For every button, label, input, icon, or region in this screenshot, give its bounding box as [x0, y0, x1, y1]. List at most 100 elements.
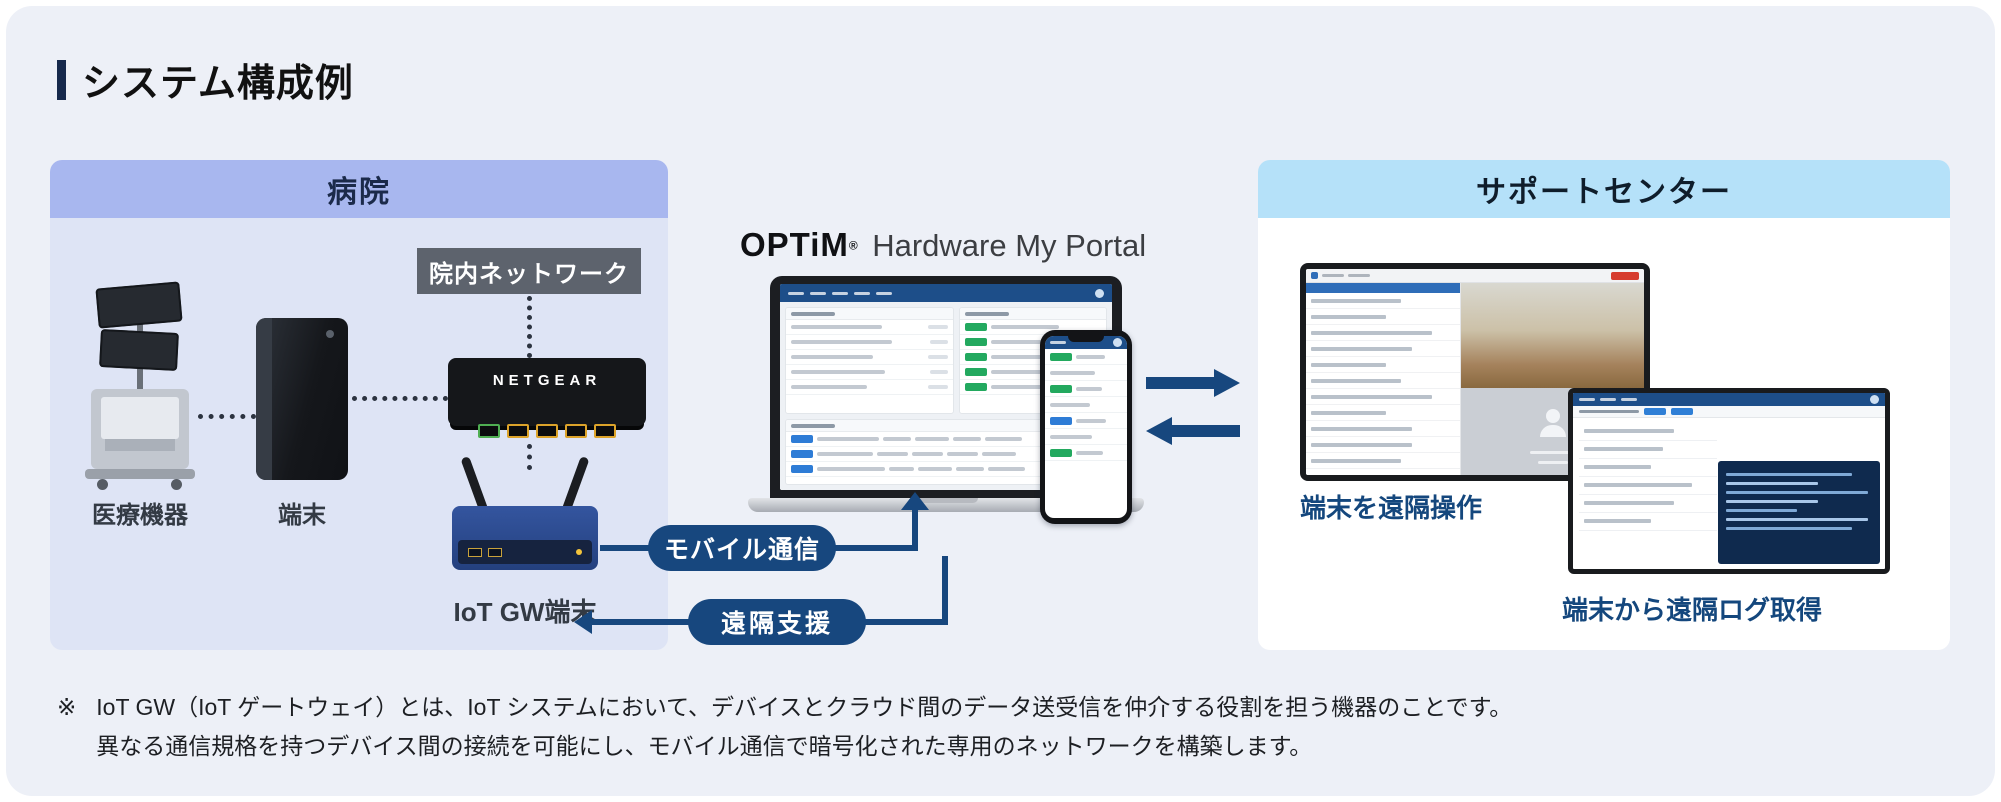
mock-row	[786, 447, 1106, 462]
mock-row	[786, 380, 954, 395]
mock-row	[960, 380, 1106, 395]
mock-row	[1045, 413, 1127, 429]
dotted-connector-medical-pc	[198, 414, 256, 419]
mock-row	[1045, 349, 1127, 365]
iot-gateway-illustration	[450, 452, 600, 574]
action-button-icon	[1644, 408, 1666, 415]
portal-navbar	[1573, 393, 1885, 406]
log-file-list	[1579, 423, 1717, 531]
avatar	[1113, 338, 1122, 347]
support-panel: サポートセンター	[1258, 160, 1950, 650]
registered-trademark-icon: ®	[848, 238, 858, 253]
arrow-right-icon	[1146, 377, 1214, 389]
dotted-connector-switch-router	[527, 444, 532, 470]
portal-navbar	[780, 284, 1112, 302]
arrow-left-icon	[1172, 425, 1240, 437]
wheel-icon	[171, 479, 182, 490]
mock-row	[786, 320, 954, 335]
phone-notch	[1068, 336, 1104, 342]
hospital-panel-body: 院内ネットワーク 医療機器 端末 NETGEAR	[50, 218, 668, 650]
section-title: システム構成例	[57, 52, 354, 107]
antenna-icon	[561, 455, 590, 514]
mock-row	[786, 365, 954, 380]
mock-row	[1045, 429, 1127, 445]
footnote-line: IoT GW（IoT ゲートウェイ）とは、IoT システムにおいて、デバイスとク…	[96, 694, 1513, 720]
dotted-connector-network-switch	[527, 296, 532, 358]
mock-row	[786, 462, 1106, 477]
network-switch-illustration: NETGEAR	[448, 358, 646, 442]
power-button-icon	[326, 330, 334, 338]
remote-flow-line	[942, 556, 948, 622]
mock-row	[960, 350, 1106, 365]
switch-brand-label: NETGEAR	[492, 372, 602, 389]
ethernet-ports	[448, 424, 646, 438]
footnote: ※ IoT GW（IoT ゲートウェイ）とは、IoT システムにおいて、デバイス…	[57, 688, 1512, 766]
mock-row	[786, 350, 954, 365]
hospital-panel-title: 病院	[50, 160, 668, 218]
mock-row	[1045, 445, 1127, 461]
switch-chassis	[448, 358, 646, 426]
footnote-line: 異なる通信規格を持つデバイス間の接続を可能にし、モバイル通信で暗号化された専用の…	[96, 733, 1313, 759]
mock-row	[1045, 381, 1127, 397]
mock-row	[786, 335, 954, 350]
product-name: Hardware My Portal	[872, 228, 1147, 263]
mock-row	[960, 320, 1106, 335]
router-port-icon	[468, 547, 482, 557]
arrow-right-icon	[1214, 369, 1240, 397]
ethernet-port-icon	[507, 424, 529, 438]
medical-device-illustration	[85, 281, 197, 490]
mock-row	[1045, 365, 1127, 381]
router-front-panel	[458, 540, 592, 564]
iot-gw-label: IoT GW端末	[453, 597, 597, 627]
remote-log-caption: 端末から遠隔ログ取得	[1562, 595, 1823, 625]
desktop-wallpaper-photo	[1461, 283, 1644, 388]
mobile-network-pill: モバイル通信	[648, 525, 836, 571]
footnote-marker: ※	[57, 694, 77, 720]
user-silhouette-icon	[1540, 409, 1566, 437]
arrow-up-icon	[901, 492, 929, 510]
ethernet-port-icon	[565, 424, 587, 438]
hospital-panel: 病院 院内ネットワーク 医療機器 端末 NE	[50, 160, 668, 650]
router-body	[452, 506, 598, 570]
log-terminal-panel	[1717, 461, 1880, 564]
remote-control-caption: 端末を遠隔操作	[1300, 493, 1483, 523]
product-logo: OPTiM® Hardware My Portal	[740, 226, 1146, 264]
ethernet-port-icon	[478, 424, 500, 438]
action-button-icon	[1671, 408, 1693, 415]
phone-portal-screenshot	[1045, 336, 1127, 518]
mock-row	[960, 335, 1106, 350]
avatar	[1095, 288, 1104, 298]
title-accent-bar	[57, 59, 66, 100]
led-icon	[576, 549, 582, 555]
support-panel-title: サポートセンター	[1258, 160, 1950, 218]
medical-monitor-icon	[99, 328, 179, 372]
breadcrumb	[1573, 406, 1885, 418]
disconnect-button-icon	[1611, 271, 1639, 280]
router-port-icon	[488, 547, 502, 557]
remote-toolbar	[1306, 269, 1644, 283]
mock-row	[786, 432, 1106, 447]
arrow-left-icon	[1146, 417, 1172, 445]
ethernet-port-icon	[536, 424, 558, 438]
pc-tower-illustration	[256, 318, 348, 480]
antenna-icon	[460, 455, 489, 514]
mock-row	[1045, 397, 1127, 413]
page-title: システム構成例	[82, 63, 354, 105]
dotted-connector-pc-switch	[352, 396, 448, 401]
remote-log-screenshot	[1568, 388, 1890, 574]
mock-row	[960, 365, 1106, 380]
wheel-icon	[97, 479, 108, 490]
hospital-network-label: 院内ネットワーク	[417, 248, 641, 294]
brand-name: OPTiM	[740, 226, 849, 263]
medical-device-label: 医療機器	[92, 502, 188, 529]
remote-file-list	[1306, 283, 1462, 475]
medical-monitor-icon	[95, 281, 183, 329]
ethernet-port-icon	[594, 424, 616, 438]
portal-alert-list	[785, 307, 955, 414]
support-panel-body: 端末を遠隔操作	[1258, 218, 1950, 650]
phone-navbar	[1045, 336, 1127, 349]
smartphone-illustration	[1040, 330, 1132, 524]
medical-device-base	[85, 469, 195, 479]
avatar	[1870, 395, 1879, 404]
